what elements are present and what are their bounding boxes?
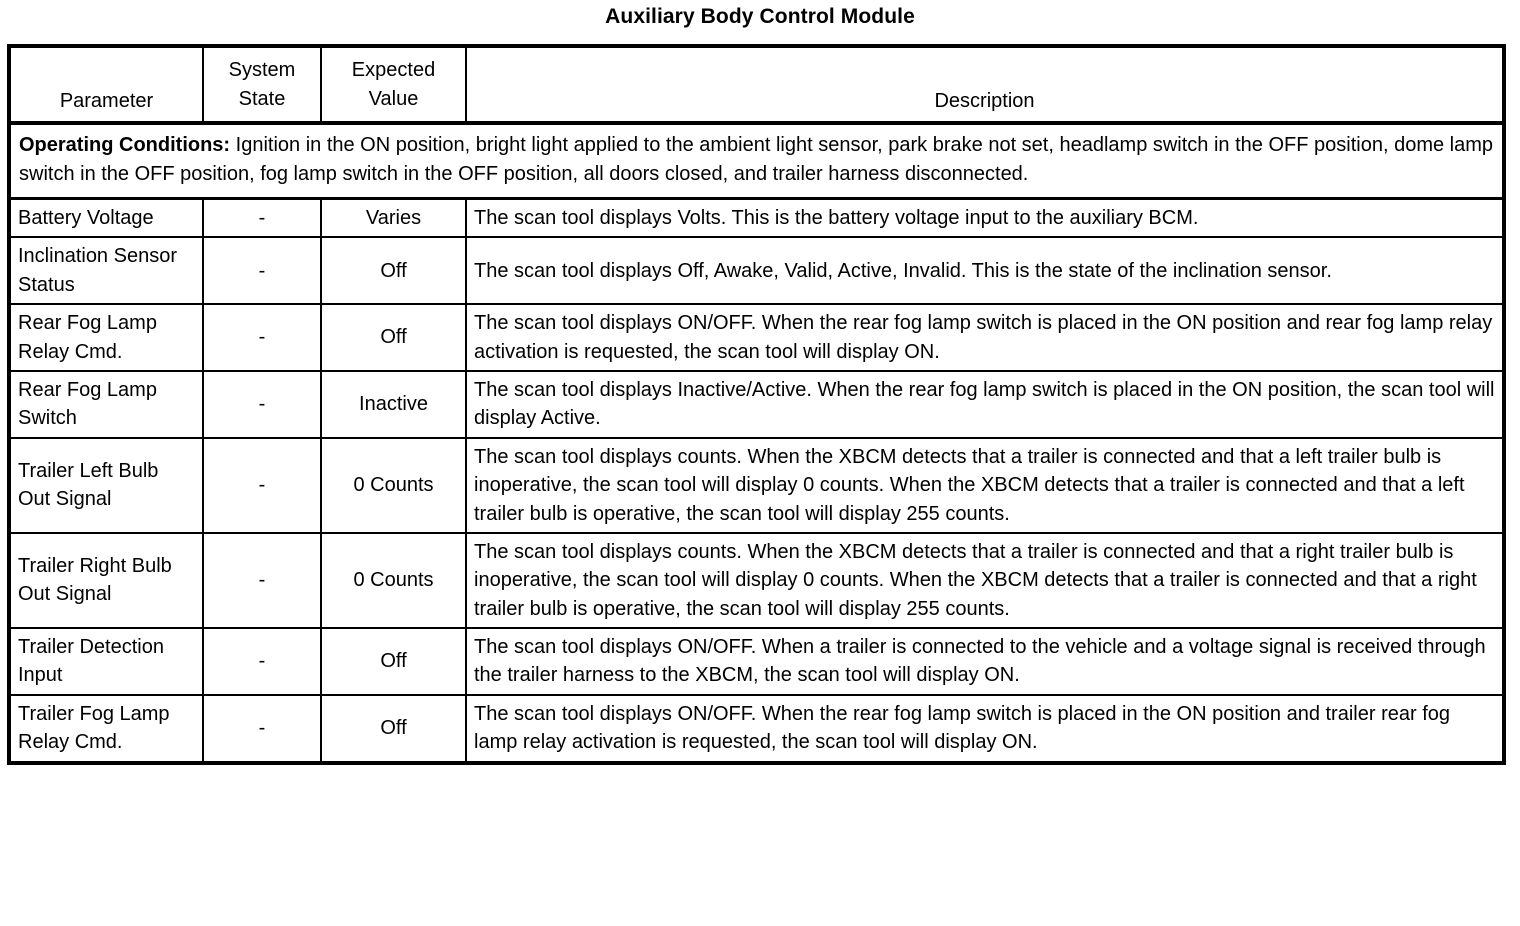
cell-parameter: Inclination Sensor Status [8,236,204,306]
cell-system-state: - [202,303,322,372]
cell-description: The scan tool displays Off, Awake, Valid… [465,236,1505,306]
page-title: Auxiliary Body Control Module [605,5,915,28]
column-header-expected-value-line2: Value [368,87,419,110]
cell-description: The scan tool displays counts. When the … [465,531,1505,630]
column-header-parameter: Parameter [8,45,204,124]
spec-table-container: Parameter System State Expected Value De… [7,44,1506,765]
table-header-row: Parameter System State Expected Value De… [8,45,1505,124]
cell-expected-value: Off [320,236,467,306]
column-header-expected-value: Expected Value [320,45,467,124]
cell-expected-value: 0 Counts [320,436,467,534]
cell-expected-value: Off [320,627,467,696]
cell-parameter: Rear Fog Lamp Relay Cmd. [8,303,204,372]
cell-description: The scan tool displays ON/OFF. When the … [465,693,1505,765]
cell-parameter: Trailer Detection Input [8,627,204,696]
cell-parameter: Rear Fog Lamp Switch [8,369,204,439]
cell-expected-value: Off [320,693,467,765]
cell-expected-value: Off [320,303,467,372]
cell-system-state: - [202,531,322,630]
cell-system-state: - [202,369,322,439]
operating-conditions-cell: Operating Conditions: Ignition in the ON… [8,121,1505,200]
column-header-system-state-line1: System [228,59,296,82]
cell-system-state: - [202,197,322,239]
cell-system-state: - [202,436,322,534]
cell-expected-value: Inactive [320,369,467,439]
column-header-expected-value-line1: Expected [351,59,436,82]
cell-expected-value: Varies [320,197,467,239]
cell-parameter: Trailer Left Bulb Out Signal [8,436,204,534]
cell-parameter: Battery Voltage [8,197,204,239]
operating-conditions-row: Operating Conditions: Ignition in the ON… [8,121,1505,200]
operating-conditions-label: Operating Conditions: [19,134,231,156]
cell-description: The scan tool displays ON/OFF. When a tr… [465,627,1505,696]
operating-conditions-text: Ignition in the ON position, bright ligh… [19,134,1494,185]
parameter-spec-table: Parameter System State Expected Value De… [7,44,1506,765]
column-header-system-state-line2: State [238,87,286,110]
table-body: Operating Conditions: Ignition in the ON… [8,121,1505,765]
cell-system-state: - [202,693,322,765]
column-header-system-state: System State [202,45,322,124]
cell-expected-value: 0 Counts [320,531,467,630]
cell-system-state: - [202,627,322,696]
cell-parameter: Trailer Right Bulb Out Signal [8,531,204,630]
cell-description: The scan tool displays counts. When the … [465,436,1505,534]
table-header: Parameter System State Expected Value De… [8,45,1505,124]
column-header-description: Description [465,45,1505,124]
cell-description: The scan tool displays Volts. This is th… [465,197,1505,239]
cell-description: The scan tool displays ON/OFF. When the … [465,303,1505,372]
cell-parameter: Trailer Fog Lamp Relay Cmd. [8,693,204,765]
cell-system-state: - [202,236,322,306]
cell-description: The scan tool displays Inactive/Active. … [465,369,1505,439]
